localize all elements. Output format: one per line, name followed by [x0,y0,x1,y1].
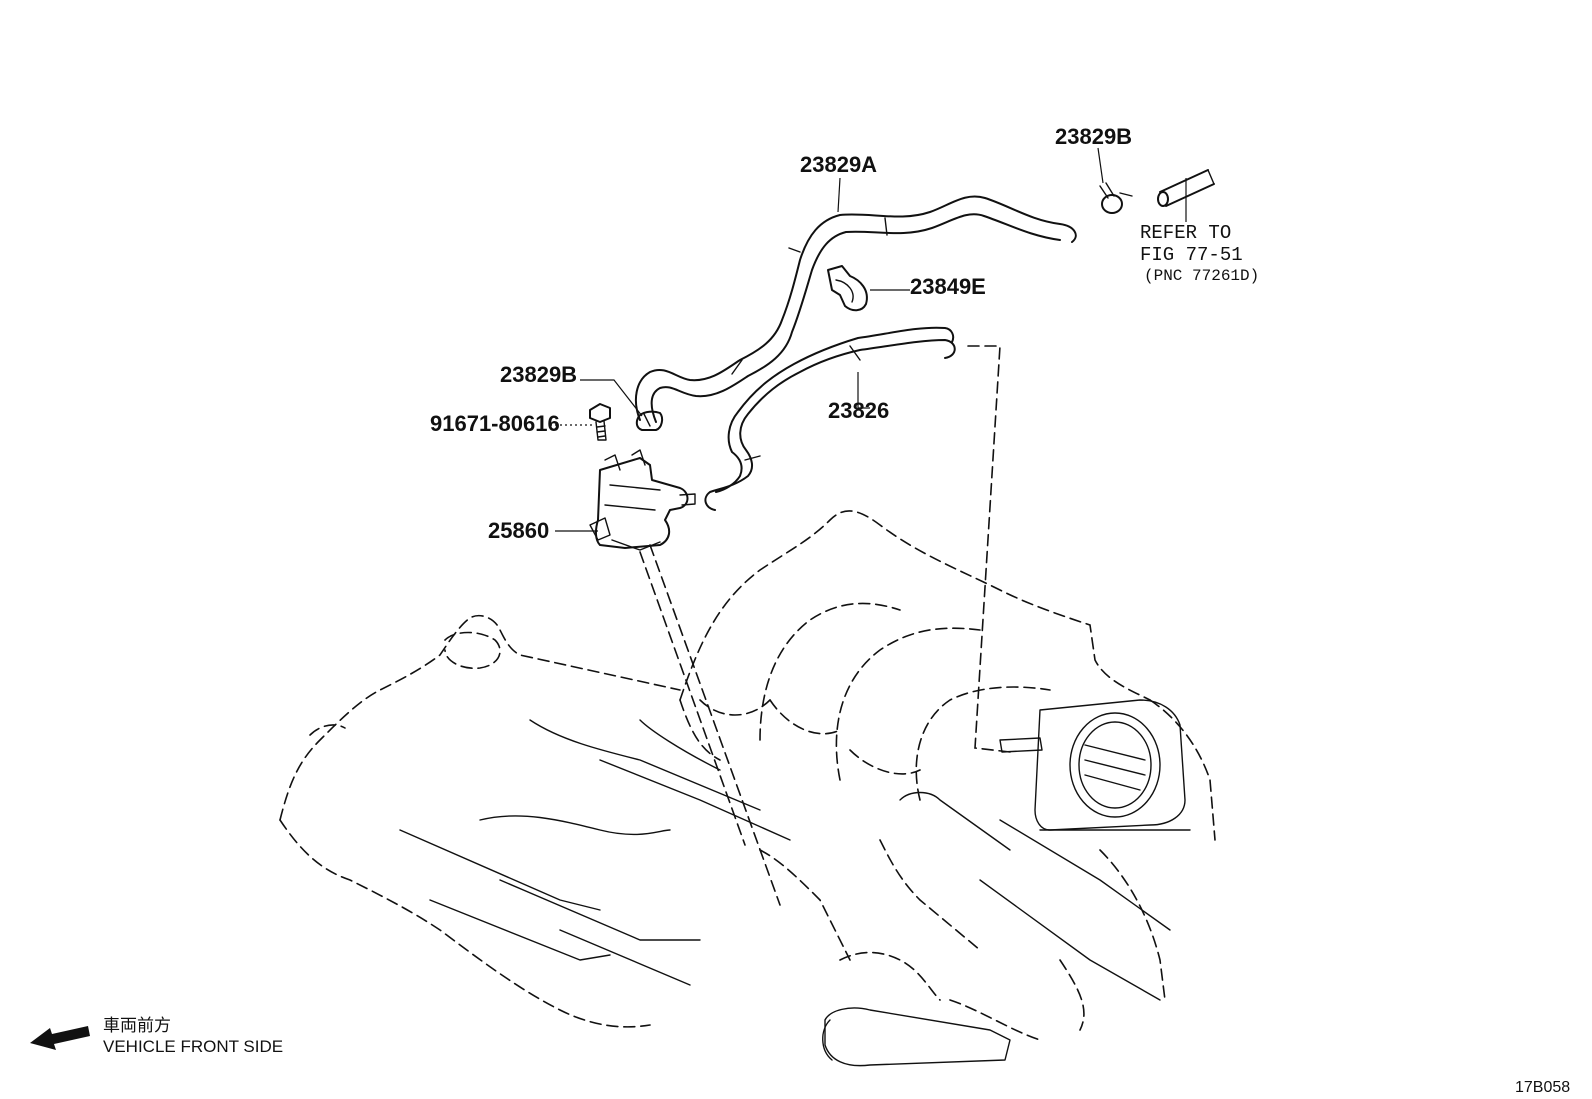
part-label-23829b-upper: 23829B [1055,124,1132,149]
hose-clamp [827,265,868,312]
throttle-body [999,699,1186,831]
front-label-jp: 車両前方 [103,1016,171,1035]
part-label-25860: 25860 [488,518,549,543]
engine-phantom-outline [279,510,1216,1067]
part-label-23826: 23826 [828,398,889,423]
vacuum-switching-valve [589,449,696,551]
reference-pipe [1157,169,1215,207]
bolt [589,403,611,441]
vacuum-hose-23829a [634,195,1077,423]
front-label-en: VEHICLE FRONT SIDE [103,1037,283,1056]
part-label-91671-80616: 91671-80616 [430,411,560,436]
part-label-23829b-lower: 23829B [500,362,577,387]
reference-note: REFER TO FIG 77-51 (PNC 77261D) [1140,222,1259,285]
hose-clip-lower [635,410,664,431]
reference-line-1: REFER TO [1140,222,1231,244]
front-arrow-icon [30,1026,90,1050]
front-orientation: 車両前方 VEHICLE FRONT SIDE [30,1016,283,1056]
leader-lines [550,147,1187,532]
reference-line-2: FIG 77-51 [1140,244,1243,266]
reference-line-3: (PNC 77261D) [1144,267,1259,285]
part-label-23849e: 23849E [910,274,986,299]
figure-code: 17B058 [1515,1079,1570,1096]
part-label-23829a: 23829A [800,152,877,177]
hose-clip-upper [1099,182,1133,214]
connection-lines [639,345,1011,906]
vacuum-hose-23826 [704,326,956,511]
